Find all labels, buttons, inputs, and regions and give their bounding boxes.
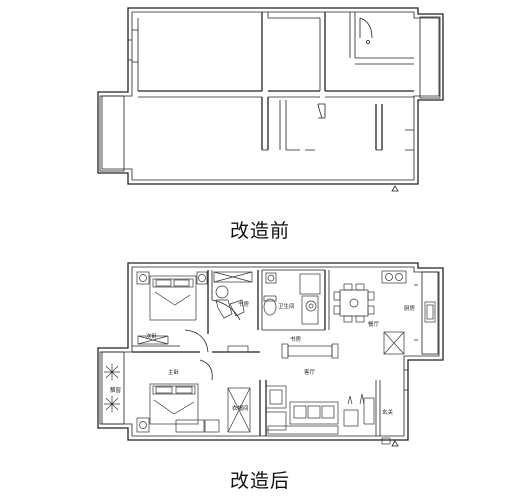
master-bed — [149, 383, 199, 425]
second-bedroom-bed — [149, 275, 197, 321]
room-label-entrance: 玄关 — [382, 408, 394, 416]
plan-before — [97, 7, 444, 192]
room-label-study-top: 书房 — [238, 300, 250, 308]
room-label-kitchen: 厨房 — [404, 304, 416, 312]
plan-after — [97, 262, 444, 447]
shower — [301, 295, 319, 325]
entrance-plants — [347, 393, 365, 405]
caption-after: 改造后 — [229, 470, 290, 492]
study-mid-desk — [287, 345, 333, 357]
room-label-walk-in-closet: 衣帽间 — [232, 404, 249, 412]
before-entrance-marker — [391, 185, 399, 192]
second-bedroom-wardrobe — [137, 335, 169, 345]
room-label-living-room: 客厅 — [304, 368, 316, 376]
bay-window-plant — [104, 364, 120, 380]
after-outer-wall — [97, 262, 444, 441]
room-label-second-bedroom: 次卧 — [146, 332, 158, 340]
armchair — [265, 385, 287, 409]
kitchen-sink — [424, 301, 436, 323]
after-entrance-marker — [391, 440, 399, 447]
caption-before: 改造前 — [229, 220, 290, 242]
closet-shelves — [227, 387, 251, 433]
room-label-bay-window: 飘窗 — [110, 386, 122, 394]
before-outer-wall — [97, 7, 444, 185]
room-label-study-mid: 书房 — [290, 335, 302, 343]
room-label-bathroom: 卫生间 — [278, 302, 295, 310]
stove — [381, 270, 407, 284]
dining-table — [339, 289, 369, 317]
fridge — [383, 331, 405, 355]
room-label-dining: 餐厅 — [368, 320, 380, 328]
sofa — [289, 401, 339, 425]
room-label-master-bedroom: 主卧 — [168, 368, 180, 376]
toilet — [263, 298, 277, 316]
study-desk — [213, 271, 253, 283]
